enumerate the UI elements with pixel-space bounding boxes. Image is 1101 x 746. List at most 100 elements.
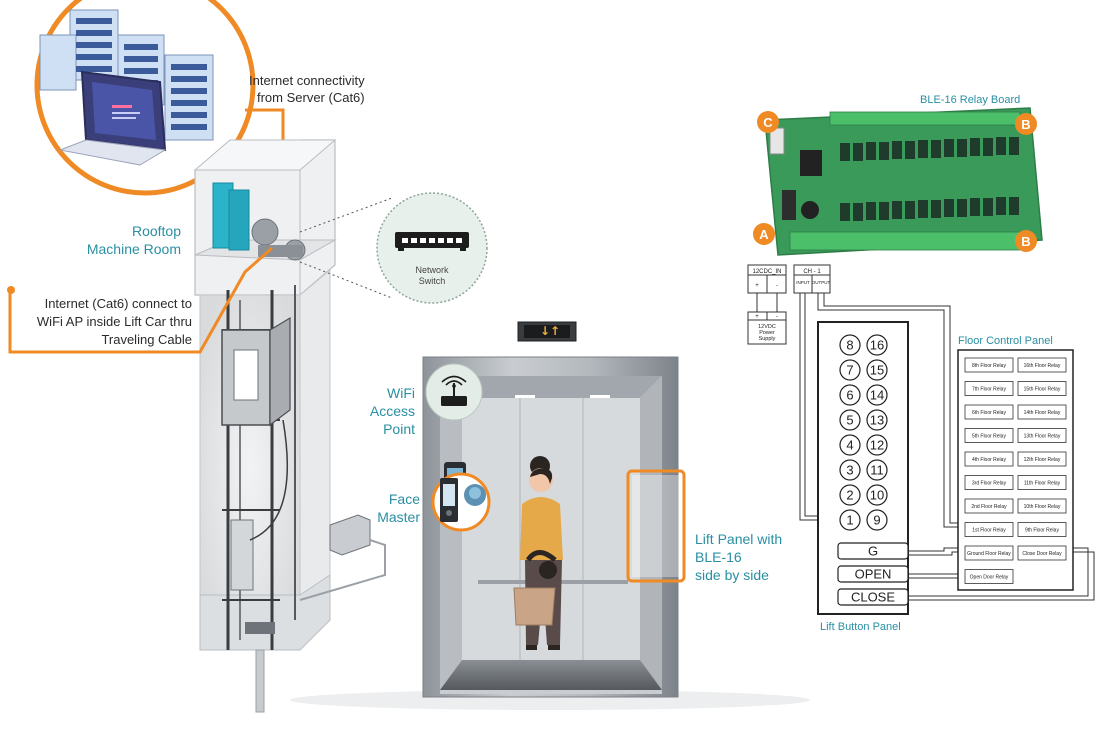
svg-text:-: - (776, 314, 778, 320)
floor-button-label: 5 (846, 413, 853, 428)
relay-label: 13th Floor Relay (1024, 434, 1061, 440)
relay-7th-floor-relay: 7th Floor Relay (964, 381, 1014, 396)
relay-board (764, 107, 1043, 256)
floor-button-label: 14 (870, 388, 884, 403)
relay-label: 14th Floor Relay (1024, 410, 1061, 416)
button-open[interactable]: OPEN (837, 565, 909, 583)
floor-button-5[interactable]: 5 (839, 409, 861, 431)
floor-button-6[interactable]: 6 (839, 384, 861, 406)
relay-2nd-floor-relay: 2nd Floor Relay (964, 498, 1014, 514)
floor-indicator: ↓↑ (539, 324, 561, 338)
face-terminal-icon (431, 472, 491, 532)
relay-label: 6th Floor Relay (972, 410, 1006, 416)
relay-3rd-floor-relay: 3rd Floor Relay (964, 475, 1014, 490)
relay-label: 11th Floor Relay (1024, 481, 1061, 487)
relay-14th-floor-relay: 14th Floor Relay (1017, 404, 1067, 420)
button-label: OPEN (855, 567, 892, 582)
relay-label: 16th Floor Relay (1024, 363, 1061, 369)
relay-15th-floor-relay: 15th Floor Relay (1017, 381, 1067, 396)
internet-cat6-label: Internet (Cat6) connect to WiFi AP insid… (36, 296, 192, 347)
relay-open-door-relay: Open Door Relay (964, 569, 1014, 584)
floor-button-label: 16 (870, 338, 884, 353)
floor-button-1[interactable]: 1 (839, 509, 861, 531)
power-connector: 12CDC_IN + - + - 12VDC Power Supply (747, 264, 787, 345)
floor-button-9[interactable]: 9 (866, 509, 888, 531)
svg-text:-: - (776, 283, 778, 289)
relay-label: 12th Floor Relay (1024, 457, 1061, 463)
floor-button-label: 1 (846, 513, 853, 528)
svg-text:CH - 1: CH - 1 (803, 269, 821, 275)
network-switch-icon (376, 192, 488, 304)
relay-label: 7th Floor Relay (972, 387, 1006, 393)
floor-button-label: 2 (846, 488, 853, 503)
lift-panel-label: Lift Panel with BLE-16 side by side (695, 531, 783, 583)
floor-button-12[interactable]: 12 (866, 434, 888, 456)
relay-16th-floor-relay: 16th Floor Relay (1017, 357, 1067, 373)
wifi-ap-label: WiFi Access Point (369, 385, 415, 437)
svg-text:B: B (1021, 234, 1030, 249)
relay-label: 2nd Floor Relay (971, 504, 1007, 510)
relay-label: Open Door Relay (970, 575, 1009, 581)
relay-13th-floor-relay: 13th Floor Relay (1017, 428, 1067, 443)
floor-button-10[interactable]: 10 (866, 484, 888, 506)
floor-button-label: 4 (846, 438, 853, 453)
floor-button-15[interactable]: 15 (866, 359, 888, 381)
network-switch-label: Network Switch (415, 265, 449, 286)
board-marker-c: C (757, 111, 779, 133)
relay-5th-floor-relay: 5th Floor Relay (964, 428, 1014, 443)
relay-label: 3rd Floor Relay (972, 481, 1007, 487)
relay-1st-floor-relay: 1st Floor Relay (964, 522, 1014, 537)
relay-8th-floor-relay: 8th Floor Relay (964, 357, 1014, 373)
floor-button-label: 12 (870, 438, 884, 453)
button-g[interactable]: G (837, 542, 909, 560)
relay-ground-floor-relay: Ground Floor Relay (964, 545, 1014, 561)
relay-label: 1st Floor Relay (972, 528, 1006, 534)
floor-button-label: 10 (870, 488, 884, 503)
floor-button-14[interactable]: 14 (866, 384, 888, 406)
floor-control-panel-label: Floor Control Panel (958, 335, 1053, 347)
relay-board-label: BLE-16 Relay Board (920, 94, 1021, 106)
floor-button-8[interactable]: 8 (839, 334, 861, 356)
button-label: CLOSE (851, 590, 895, 605)
relay-label: Close Door Relay (1022, 551, 1062, 557)
svg-text:+: + (755, 314, 759, 320)
floor-button-label: 8 (846, 338, 853, 353)
floor-button-4[interactable]: 4 (839, 434, 861, 456)
floor-button-label: 11 (870, 463, 884, 478)
channel-connector: CH - 1 INPUT OUTPUT (793, 264, 831, 294)
svg-text:12CDC_IN: 12CDC_IN (752, 269, 781, 275)
relay-label: 4th Floor Relay (972, 457, 1006, 463)
relay-11th-floor-relay: 11th Floor Relay (1017, 475, 1067, 490)
floor-button-11[interactable]: 11 (866, 459, 888, 481)
floor-button-16[interactable]: 16 (866, 334, 888, 356)
lift-button-panel (817, 321, 909, 615)
face-master-label: Face Master (377, 491, 420, 525)
board-marker-b-top: B (1015, 113, 1037, 135)
floor-button-3[interactable]: 3 (839, 459, 861, 481)
elevator-shaft (193, 139, 386, 713)
svg-text:Power: Power (759, 330, 775, 336)
floor-button-2[interactable]: 2 (839, 484, 861, 506)
floor-button-label: 15 (870, 363, 884, 378)
floor-button-13[interactable]: 13 (866, 409, 888, 431)
button-label: G (868, 544, 878, 559)
relay-10th-floor-relay: 10th Floor Relay (1017, 498, 1067, 514)
board-marker-a: A (753, 223, 775, 245)
rooftop-label: Rooftop Machine Room (86, 223, 181, 257)
relay-label: Ground Floor Relay (967, 551, 1011, 557)
lift-button-panel-label: Lift Button Panel (820, 621, 901, 633)
svg-text:INPUT: INPUT (796, 280, 810, 285)
svg-text:OUTPUT: OUTPUT (812, 280, 831, 285)
relay-6th-floor-relay: 6th Floor Relay (964, 404, 1014, 420)
floor-button-label: 7 (846, 363, 853, 378)
relay-label: 10th Floor Relay (1024, 504, 1061, 510)
svg-text:12VDC: 12VDC (758, 324, 776, 330)
svg-text:Supply: Supply (759, 336, 776, 342)
relay-label: 8th Floor Relay (972, 363, 1006, 369)
button-close[interactable]: CLOSE (837, 588, 909, 606)
relay-4th-floor-relay: 4th Floor Relay (964, 451, 1014, 467)
svg-text:+: + (755, 283, 759, 289)
relay-12th-floor-relay: 12th Floor Relay (1017, 451, 1067, 467)
floor-button-7[interactable]: 7 (839, 359, 861, 381)
